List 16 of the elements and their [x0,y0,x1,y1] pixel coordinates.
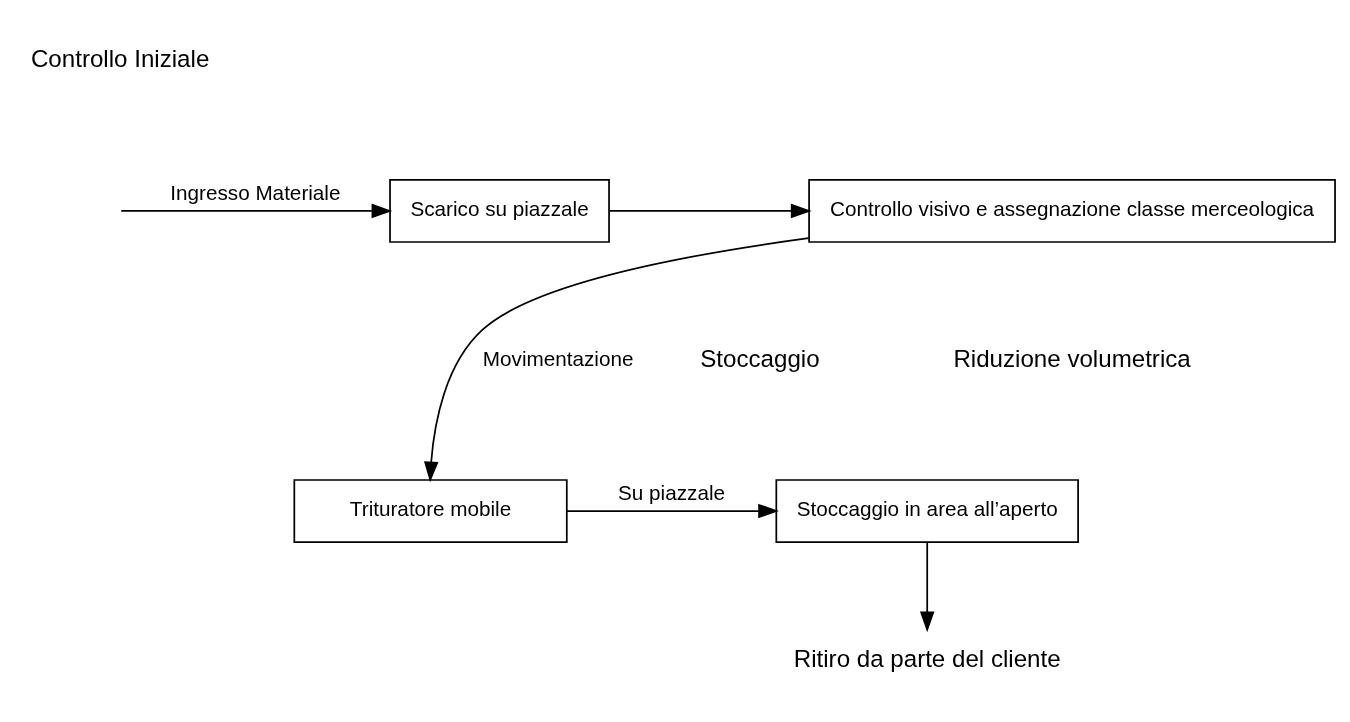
arrow [608,203,812,219]
node-box: Scarico su piazzale [389,179,610,243]
arrow [120,203,393,219]
label: Stoccaggio [700,345,820,373]
node-box: Stoccaggio in area all’aperto [775,479,1079,543]
arrow [919,541,935,633]
label: Riduzione volumetrica [953,345,1191,373]
edge-label: Ingresso Materiale [170,180,341,204]
node-box: Controllo visivo e assegnazione classe merceologica [808,179,1336,243]
arrow [566,503,779,519]
edge-label: Movimentazione [482,347,634,371]
node-text: Ritiro da parte del cliente [793,645,1061,673]
edge-label: Su piazzale [618,480,726,504]
node-box: Trituratore mobile [293,479,568,543]
arrow [423,237,810,483]
label: Controllo Iniziale [30,45,210,73]
